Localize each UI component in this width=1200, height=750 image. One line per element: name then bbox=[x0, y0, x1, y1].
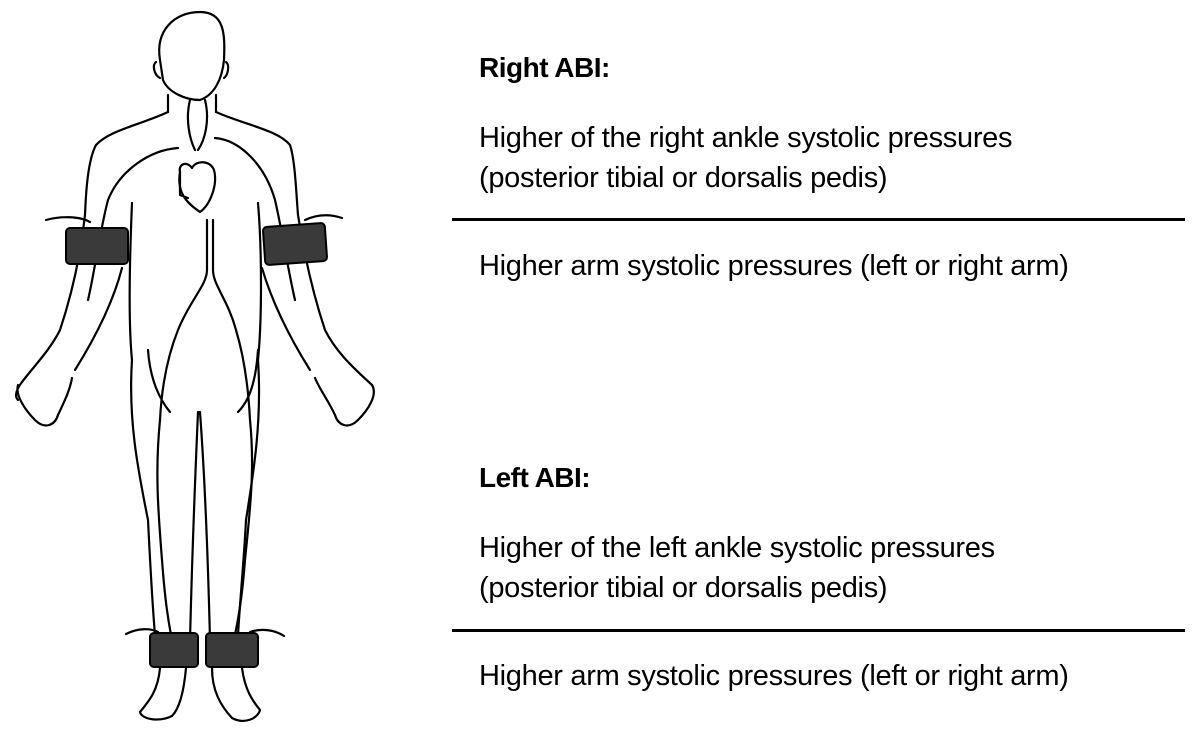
right-abi-numerator-line1: Higher of the right ankle systolic press… bbox=[479, 122, 1013, 154]
right-abi-heading: Right ABI: bbox=[479, 52, 610, 83]
left-abi-formula: Left ABI: Higher of the left ankle systo… bbox=[452, 410, 1187, 730]
right-abi-denominator: Higher arm systolic pressures (left or r… bbox=[479, 250, 1069, 282]
left-abi-denominator: Higher arm systolic pressures (left or r… bbox=[479, 660, 1069, 692]
left-abi-fraction-bar bbox=[452, 629, 1185, 632]
right-abi-numerator-line2: (posterior tibial or dorsalis pedis) bbox=[479, 162, 888, 194]
right-abi-fraction-bar bbox=[452, 218, 1185, 221]
bp-cuffs bbox=[65, 222, 328, 668]
left-abi-numerator-line2: (posterior tibial or dorsalis pedis) bbox=[479, 572, 888, 604]
right-abi-numerator: Higher of the right ankle systolic press… bbox=[479, 118, 1013, 198]
human-figure-icon bbox=[14, 10, 375, 722]
left-abi-numerator: Higher of the left ankle systolic pressu… bbox=[479, 528, 995, 608]
body-artery-illustration bbox=[0, 0, 420, 745]
left-abi-heading: Left ABI: bbox=[479, 462, 591, 493]
right-abi-formula: Right ABI: Higher of the right ankle sys… bbox=[452, 0, 1187, 300]
left-abi-numerator-line1: Higher of the left ankle systolic pressu… bbox=[479, 532, 995, 564]
